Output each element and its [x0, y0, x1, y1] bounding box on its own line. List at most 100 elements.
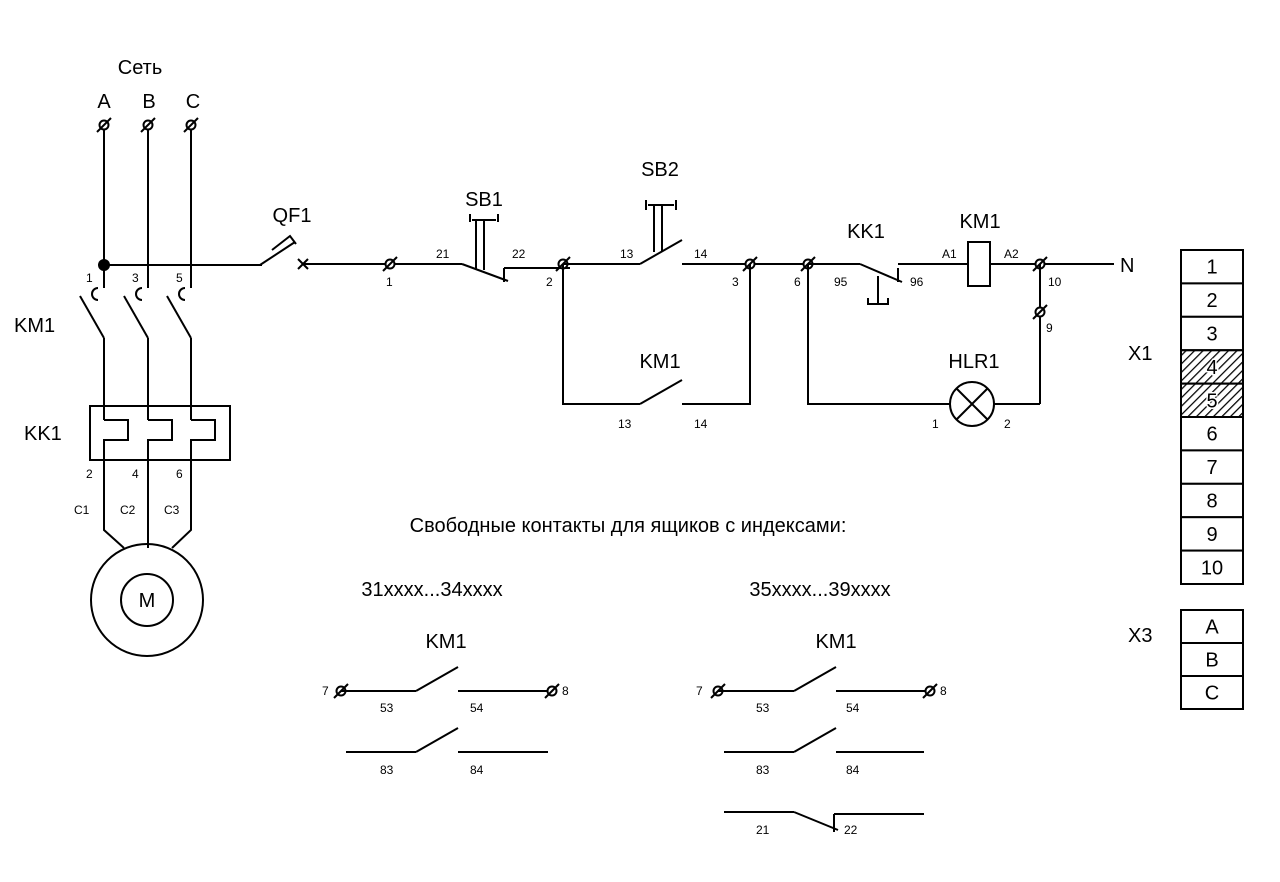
pin-label: 84: [846, 763, 860, 777]
aux-range: 35xxxx...39xxxx: [749, 579, 890, 601]
power-circuit: Сеть A B C KM1 1 3 5 KK1 2 4 6 C1: [14, 57, 231, 657]
pin-label: 53: [380, 701, 394, 715]
aux-device: KM1: [425, 631, 466, 653]
lead-label: C2: [120, 503, 136, 517]
pin-label: 14: [694, 247, 708, 261]
node-label: 9: [1046, 321, 1053, 335]
terminal-label: 8: [940, 684, 947, 698]
km1-power-label: KM1: [14, 315, 55, 337]
control-circuit: QF1 1 SB1 21 22 2 SB2 13 14 3 KM1 13: [104, 159, 1134, 431]
pin-label: A2: [1004, 247, 1019, 261]
terminal-cell-label: 2: [1206, 290, 1217, 312]
pin-label: 13: [618, 417, 632, 431]
pin-label: 21: [756, 823, 770, 837]
terminal-block-x3: X3 ABC: [1128, 609, 1244, 710]
terminal-cell: 4: [1180, 349, 1244, 385]
terminal-cell-label: A: [1205, 617, 1219, 639]
aux-title: Свободные контакты для ящиков с индексам…: [410, 515, 847, 537]
terminal-node: [1032, 304, 1048, 320]
lead-label: C3: [164, 503, 180, 517]
node-label: 3: [732, 275, 739, 289]
terminal-cell-label: 3: [1206, 324, 1217, 346]
terminal-cell: B: [1180, 642, 1244, 677]
terminal-cell: 9: [1180, 516, 1244, 552]
terminal-cell-label: 1: [1206, 257, 1217, 279]
terminal-node: [382, 256, 398, 272]
pin-label: 83: [756, 763, 770, 777]
terminal-cell-label: 4: [1206, 357, 1217, 379]
pin-label: 22: [512, 247, 526, 261]
terminal-cell: 8: [1180, 482, 1244, 519]
pin-label: 84: [470, 763, 484, 777]
terminal-phase-c: [183, 117, 199, 133]
terminal-cell: 10: [1180, 549, 1244, 585]
thermal-relay-box: [89, 405, 231, 461]
aux-device: KM1: [815, 631, 856, 653]
terminal-cell: 6: [1180, 416, 1244, 452]
terminal-cell: 2: [1180, 282, 1244, 318]
pin-label: 95: [834, 275, 848, 289]
terminal-phase-b: [140, 117, 156, 133]
terminal-node: [544, 683, 560, 699]
pin-label: 21: [436, 247, 450, 261]
terminal-cell-label: 9: [1206, 524, 1217, 546]
pin-label: 6: [176, 467, 183, 481]
pin-label: 1: [86, 271, 93, 285]
sb1-label: SB1: [465, 189, 503, 211]
pin-label: 4: [132, 467, 139, 481]
block-label: X1: [1128, 343, 1152, 365]
pin-label: 2: [86, 467, 93, 481]
qf1-label: QF1: [273, 205, 312, 227]
terminal-cell-label: C: [1205, 683, 1219, 705]
lamp-label: HLR1: [948, 351, 999, 373]
kk1-contact-label: KK1: [847, 221, 885, 243]
lamp-circle: [949, 381, 995, 427]
pin-label: 13: [620, 247, 634, 261]
terminal-cell: 5: [1180, 382, 1244, 419]
pin-label: 1: [932, 417, 939, 431]
block-label: X3: [1128, 625, 1152, 647]
terminal-node: [922, 683, 938, 699]
terminal-phase-a: [96, 117, 112, 133]
pin-label: A1: [942, 247, 957, 261]
terminal-cell: C: [1180, 675, 1244, 710]
pin-label: 22: [844, 823, 858, 837]
terminal-cell: 1: [1180, 249, 1244, 285]
node-label: 6: [794, 275, 801, 289]
pin-label: 14: [694, 417, 708, 431]
kk1-power-label: KK1: [24, 423, 62, 445]
pin-label: 54: [470, 701, 484, 715]
terminal-cell-label: B: [1205, 650, 1218, 672]
terminal-cell-label: 7: [1206, 457, 1217, 479]
node-label: 1: [386, 275, 393, 289]
pin-label: 5: [176, 271, 183, 285]
sb2-label: SB2: [641, 159, 679, 181]
phase-a-label: A: [97, 91, 111, 113]
motor-inner-circle: [120, 573, 174, 627]
motor-outer-circle: [90, 543, 204, 657]
terminal-label: 7: [322, 684, 329, 698]
node-label: 10: [1048, 275, 1062, 289]
supply-title: Сеть: [118, 57, 162, 79]
neutral-label: N: [1120, 255, 1134, 277]
aux-contacts: Свободные контакты для ящиков с индексам…: [322, 515, 947, 837]
terminal-cell: 7: [1180, 449, 1244, 485]
aux-group-2: 35xxxx...39xxxx KM1 7 8 53 54 83 84 21 2…: [696, 579, 947, 837]
lead-label: C1: [74, 503, 90, 517]
terminal-cell-label: 10: [1201, 557, 1223, 579]
km1-hold-label: KM1: [639, 351, 680, 373]
pin-label: 83: [380, 763, 394, 777]
terminal-cell: A: [1180, 609, 1244, 644]
motor-label: M: [139, 590, 156, 612]
pin-label: 3: [132, 271, 139, 285]
aux-range: 31xxxx...34xxxx: [361, 579, 502, 601]
terminal-cell-label: 8: [1206, 491, 1217, 513]
pin-label: 96: [910, 275, 924, 289]
node-label: 2: [546, 275, 553, 289]
pin-label: 2: [1004, 417, 1011, 431]
coil-label: KM1: [959, 211, 1000, 233]
coil-box: [967, 241, 991, 287]
aux-group-1: 31xxxx...34xxxx KM1 7 8 53 54 83 84: [322, 579, 569, 777]
terminal-label: 8: [562, 684, 569, 698]
